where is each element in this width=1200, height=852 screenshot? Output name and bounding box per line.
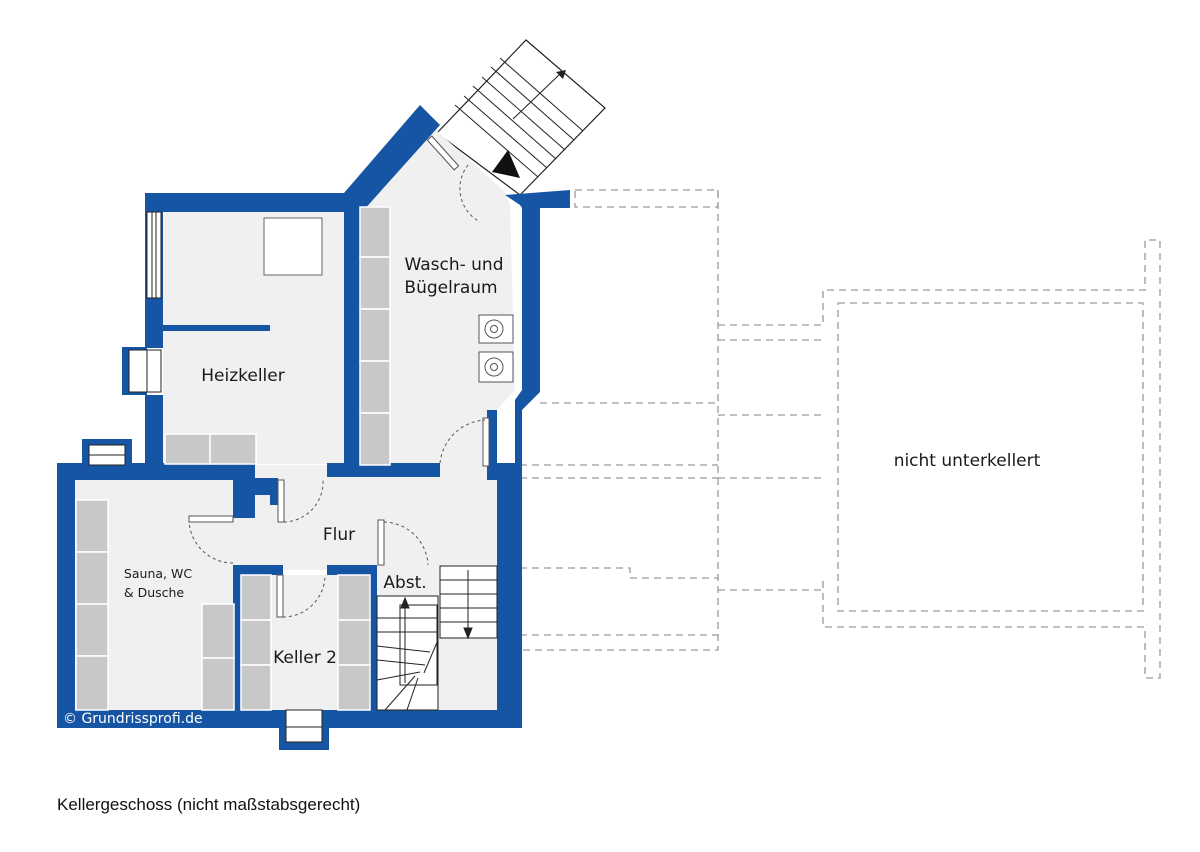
- copyright-text: © Grundrissprofi.de: [63, 711, 203, 727]
- doors: [188, 135, 490, 618]
- outdoor-stair: [436, 39, 606, 196]
- label-wasch-1: Wasch- und: [405, 255, 504, 275]
- label-flur: Flur: [323, 525, 355, 545]
- furniture: [75, 206, 391, 711]
- label-sauna-2: & Dusche: [124, 585, 185, 600]
- interior-stair: [376, 565, 498, 711]
- label-abstell: Abst.: [383, 573, 426, 593]
- label-heizkeller: Heizkeller: [201, 366, 284, 386]
- plan-caption: Kellergeschoss (nicht maßstabsgerecht): [57, 795, 361, 814]
- non-basement-outline: [520, 189, 1161, 679]
- label-keller2: Keller 2: [273, 648, 337, 668]
- label-wasch-2: Bügelraum: [404, 278, 497, 298]
- windows: [82, 211, 329, 750]
- room-labels: Heizkeller Wasch- und Bügelraum Flur Sau…: [124, 255, 1041, 668]
- washing-machines: [478, 314, 514, 383]
- label-sauna-1: Sauna, WC: [124, 566, 192, 581]
- label-nicht-unterkellert: nicht unterkellert: [894, 451, 1041, 471]
